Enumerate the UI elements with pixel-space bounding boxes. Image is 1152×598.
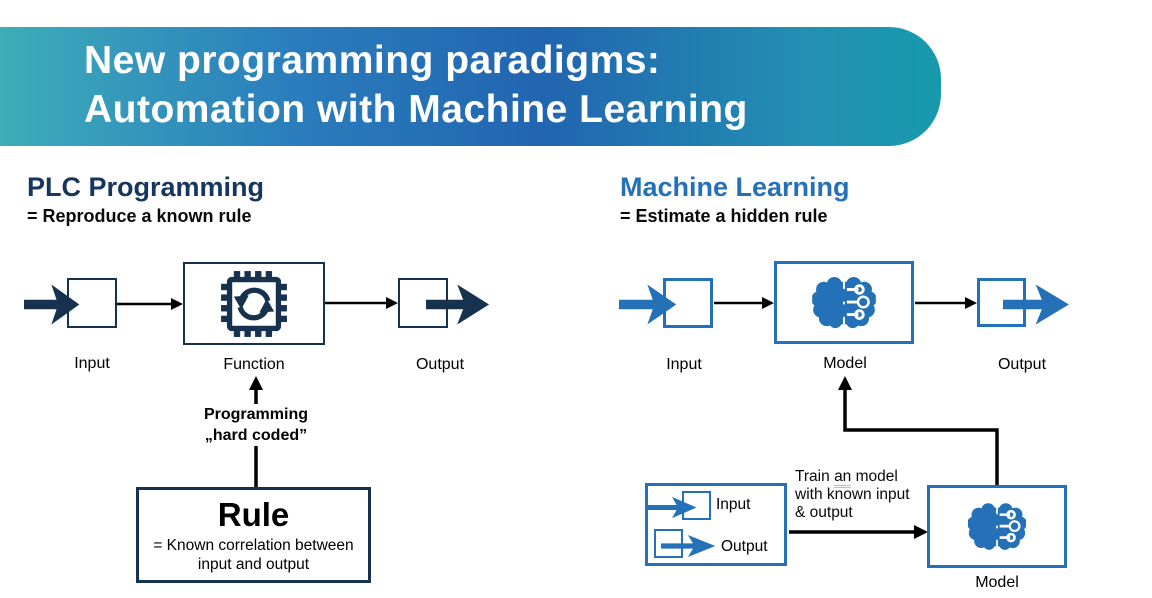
plc-input-label: Input <box>74 355 110 372</box>
ml-section-subheading: = Estimate a hidden rule <box>620 206 828 226</box>
plc-function-box <box>183 262 325 345</box>
rule-title: Rule <box>217 496 290 533</box>
plc-output-flow-arrow-icon <box>426 281 491 328</box>
slide-title-line2: Automation with Machine Learning <box>84 88 748 131</box>
training-caption-line2: with known input <box>795 486 910 503</box>
plc-section-heading: PLC Programming <box>27 172 265 202</box>
ml-output-flow-arrow-icon <box>1003 281 1071 328</box>
plc-section-subheading: = Reproduce a known rule <box>27 206 252 226</box>
training-caption-line3: & output <box>795 504 853 521</box>
rule-description-line2: input and output <box>197 556 310 573</box>
programming-note-line2: „hard coded” <box>204 427 308 444</box>
ml-model-label: Model <box>823 355 867 372</box>
training-caption-line1: Train an model <box>795 468 945 488</box>
training-caption-marked-word: an <box>834 468 852 488</box>
programming-note: Programming „hard coded” <box>176 404 336 446</box>
plc-output-label: Output <box>415 356 465 373</box>
ml-output-label: Output <box>997 356 1047 373</box>
ml-section-heading: Machine Learning <box>620 172 850 202</box>
slide-title-line1: New programming paradigms: <box>84 39 661 82</box>
ml-model-box <box>774 261 914 344</box>
ai-brain-circuit-icon <box>812 276 876 330</box>
model2-to-model-elbow-arrow <box>843 388 999 486</box>
programming-note-line1: Programming <box>203 406 308 423</box>
cpu-chip-sync-icon <box>221 270 287 337</box>
ml-input-label: Input <box>666 356 702 373</box>
training-output-label: Output <box>721 538 768 555</box>
training-input-label: Input <box>716 496 751 513</box>
plc-input-flow-arrow-icon <box>24 281 81 328</box>
training-caption-post: model <box>855 468 898 485</box>
training-caption-pre: Train <box>795 468 830 485</box>
rule-description-line1: = Known correlation between <box>153 537 354 554</box>
slide-title: New programming paradigms: Automation wi… <box>84 36 748 134</box>
training-model-box <box>927 485 1067 568</box>
training-model-label: Model <box>975 574 1019 591</box>
title-banner: New programming paradigms: Automation wi… <box>0 27 941 146</box>
training-data-box <box>645 483 787 566</box>
rule-box: Rule = Known correlation between input a… <box>136 487 371 583</box>
plc-function-label: Function <box>223 356 285 373</box>
rule-description: = Known correlation between input and ou… <box>139 536 368 574</box>
training-caption: Train an model with known input & output <box>795 468 945 522</box>
ml-input-flow-arrow-icon <box>619 281 678 328</box>
ai-brain-circuit-icon <box>968 502 1026 552</box>
training-output-arrow-icon <box>661 533 717 559</box>
training-input-arrow-icon <box>648 495 698 520</box>
